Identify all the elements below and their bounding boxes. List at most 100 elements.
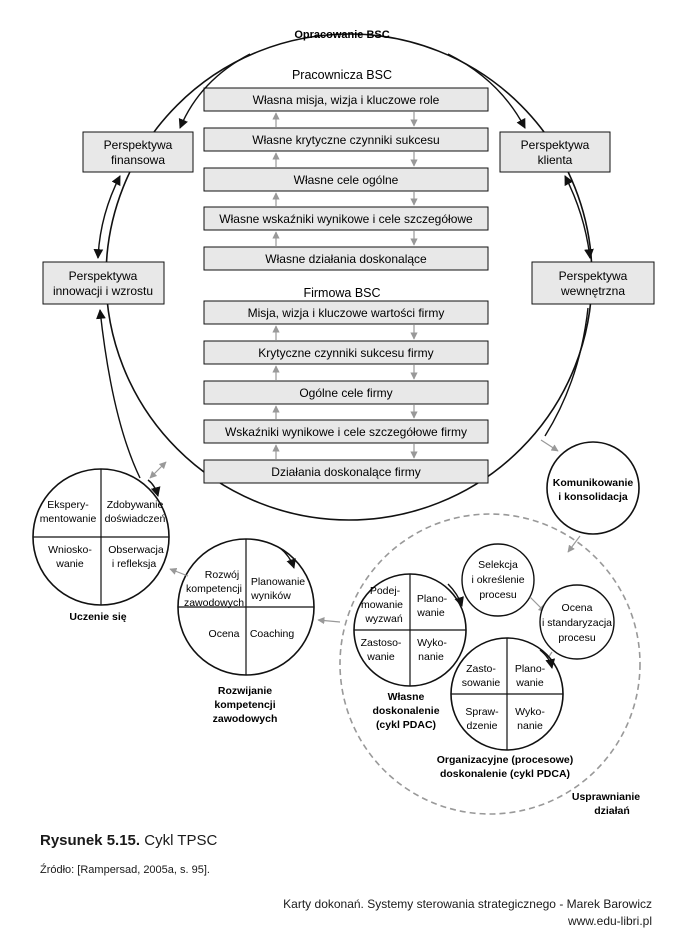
- learning-quadrant-text: Ekspery-: [47, 499, 89, 511]
- pdac-quadrant-text: wanie: [416, 607, 445, 619]
- company-box: [203, 419, 489, 444]
- standardization-label: Ocena: [562, 602, 593, 614]
- improvement-dashed-circle: [339, 513, 641, 815]
- competence-cycle: Rozwój kompetencji zawodowych Planowanie…: [177, 538, 315, 676]
- learning-cycle-arrow: [147, 479, 161, 497]
- perspective-wewnetrzna: Perspektywa wewnętrzna: [531, 261, 655, 305]
- company-box: [203, 459, 489, 484]
- pdca-quadrant-text: Wyko-: [515, 706, 545, 718]
- competence-quadrant-text: kompetencji: [186, 583, 242, 595]
- pdac-quadrant-text: Wyko-: [417, 637, 447, 649]
- competence-label: Rozwijanie: [218, 685, 272, 697]
- learning-quadrant-text: wanie: [55, 558, 84, 570]
- selection-label: Selekcja: [478, 559, 518, 571]
- pdac-quadrant-text: wanie: [366, 651, 395, 663]
- pdac-label: (cykl PDAC): [376, 719, 436, 731]
- employee-box-label: Własna misja, wizja i kluczowe role: [253, 93, 440, 107]
- company-box: [203, 380, 489, 405]
- selection-circle: Selekcja i określenie procesu: [461, 543, 535, 617]
- footer-website: www.edu-libri.pl: [567, 914, 652, 928]
- caption-number: Rysunek 5.15.: [40, 832, 141, 849]
- pdac-label: Własne: [388, 691, 425, 703]
- pdca-quadrant-text: Plano-: [515, 663, 546, 675]
- improvement-label: Usprawnianie: [572, 791, 640, 803]
- perspective-label: Perspektywa: [104, 138, 173, 152]
- competence-quadrant-text: zawodowych: [184, 597, 244, 609]
- pdac-quadrant-text: Podej-: [370, 585, 401, 597]
- perspective-finansowa: Perspektywa finansowa: [82, 131, 194, 173]
- competence-label: kompetencji: [214, 699, 275, 711]
- competence-quadrant-text: Ocena: [209, 628, 240, 640]
- box-connector-arrows: [272, 112, 418, 459]
- pdac-quadrant-text: Zastoso-: [361, 637, 402, 649]
- communication-circle: Komunikowanie i konsolidacja: [546, 441, 640, 535]
- main-cycle-arrows: [93, 53, 594, 479]
- employee-box-label: Własne krytyczne czynniki sukcesu: [252, 133, 439, 147]
- footer-book-title: Karty dokonań. Systemy sterowania strate…: [283, 897, 652, 911]
- learning-cycle: Ekspery- mentowanie Zdobywanie doświadcz…: [32, 468, 170, 606]
- pdac-label: doskonalenie: [372, 705, 439, 717]
- standardization-label: i standaryzacja: [542, 617, 612, 629]
- perspective-label: klienta: [538, 153, 573, 167]
- competence-quadrant-text: Coaching: [250, 628, 295, 640]
- arrow-communication-improvement: [567, 535, 581, 553]
- learning-quadrant-text: doświadczeń: [105, 513, 166, 525]
- company-box-label: Wskaźniki wynikowe i cele szczegółowe fi…: [225, 425, 467, 439]
- employee-box: [203, 87, 489, 112]
- employee-box: [203, 127, 489, 152]
- communication-label: i konsolidacja: [558, 491, 628, 503]
- learning-quadrant-text: Zdobywanie: [107, 499, 164, 511]
- diagram-title: Opracowanie BSC: [294, 29, 389, 41]
- pdca-quadrant-text: wanie: [515, 677, 544, 689]
- selection-label: procesu: [479, 589, 517, 601]
- learning-quadrant-text: mentowanie: [40, 513, 97, 525]
- competence-label: zawodowych: [213, 713, 278, 725]
- pdca-quadrant-text: sowanie: [462, 677, 501, 689]
- arrow-competence-learning: [169, 567, 189, 577]
- standardization-label: procesu: [558, 632, 596, 644]
- pdac-quadrant-text: nanie: [418, 651, 444, 663]
- employee-box-label: Własne działania doskonalące: [265, 252, 427, 266]
- competence-quadrant-text: Rozwój: [205, 569, 239, 581]
- company-box: [203, 340, 489, 365]
- company-box: [203, 300, 489, 325]
- learning-label: Uczenie się: [69, 611, 126, 623]
- employee-bsc-boxes: Własna misja, wizja i kluczowe role Włas…: [203, 87, 489, 271]
- employee-box: [203, 167, 489, 192]
- employee-box-label: Własne cele ogólne: [294, 173, 399, 187]
- standardization-circle: Ocena i standaryzacja procesu: [539, 584, 615, 660]
- arrow-improvement-competence: [317, 617, 341, 625]
- company-box-label: Ogólne cele firmy: [299, 386, 392, 400]
- perspective-label: finansowa: [111, 153, 165, 167]
- pdac-quadrant-text: wyzwań: [364, 613, 403, 625]
- perspective-klienta: Perspektywa klienta: [499, 131, 611, 173]
- arrow-to-innowacji: [96, 309, 141, 479]
- pdca-label: Organizacyjne (procesowe): [437, 754, 574, 766]
- perspective-label: Perspektywa: [521, 138, 590, 152]
- selection-label: i określenie: [471, 574, 524, 586]
- pdca-quadrant-text: Zasto-: [466, 663, 496, 675]
- pdca-label: doskonalenie (cykl PDCA): [440, 768, 570, 780]
- competence-quadrant-text: wyników: [250, 590, 291, 602]
- pdca-cycle: Zasto- sowanie Plano- wanie Spraw- dzeni…: [450, 637, 564, 751]
- company-box-label: Krytyczne czynniki sukcesu firmy: [258, 346, 433, 360]
- learning-quadrant-text: i refleksja: [112, 558, 157, 570]
- pdac-cycle-arrow: [447, 583, 464, 607]
- pdac-cycle: Podej- mowanie wyzwań Plano- wanie Zasto…: [353, 573, 467, 687]
- company-box-label: Misja, wizja i kluczowe wartości firmy: [248, 306, 445, 320]
- company-bsc-label: Firmowa BSC: [303, 286, 380, 300]
- perspective-innowacji: Perspektywa innowacji i wzrostu: [42, 261, 165, 305]
- perspective-label: wewnętrzna: [560, 284, 625, 298]
- improvement-label: działań: [594, 805, 630, 817]
- arrow-from-wewnetrzna: [544, 307, 589, 437]
- competence-quadrant-text: Planowanie: [251, 576, 305, 588]
- learning-quadrant-text: Wniosko-: [48, 544, 92, 556]
- arrow-klienta-wewnetrzna: [564, 175, 594, 259]
- learning-quadrant-text: Obserwacja: [108, 544, 164, 556]
- employee-box: [203, 206, 489, 231]
- figure-caption: Rysunek 5.15. Cykl TPSC: [40, 832, 217, 849]
- pdca-quadrant-text: dzenie: [467, 720, 498, 732]
- perspective-label: Perspektywa: [69, 269, 138, 283]
- arrow-to-finansowa: [178, 53, 251, 129]
